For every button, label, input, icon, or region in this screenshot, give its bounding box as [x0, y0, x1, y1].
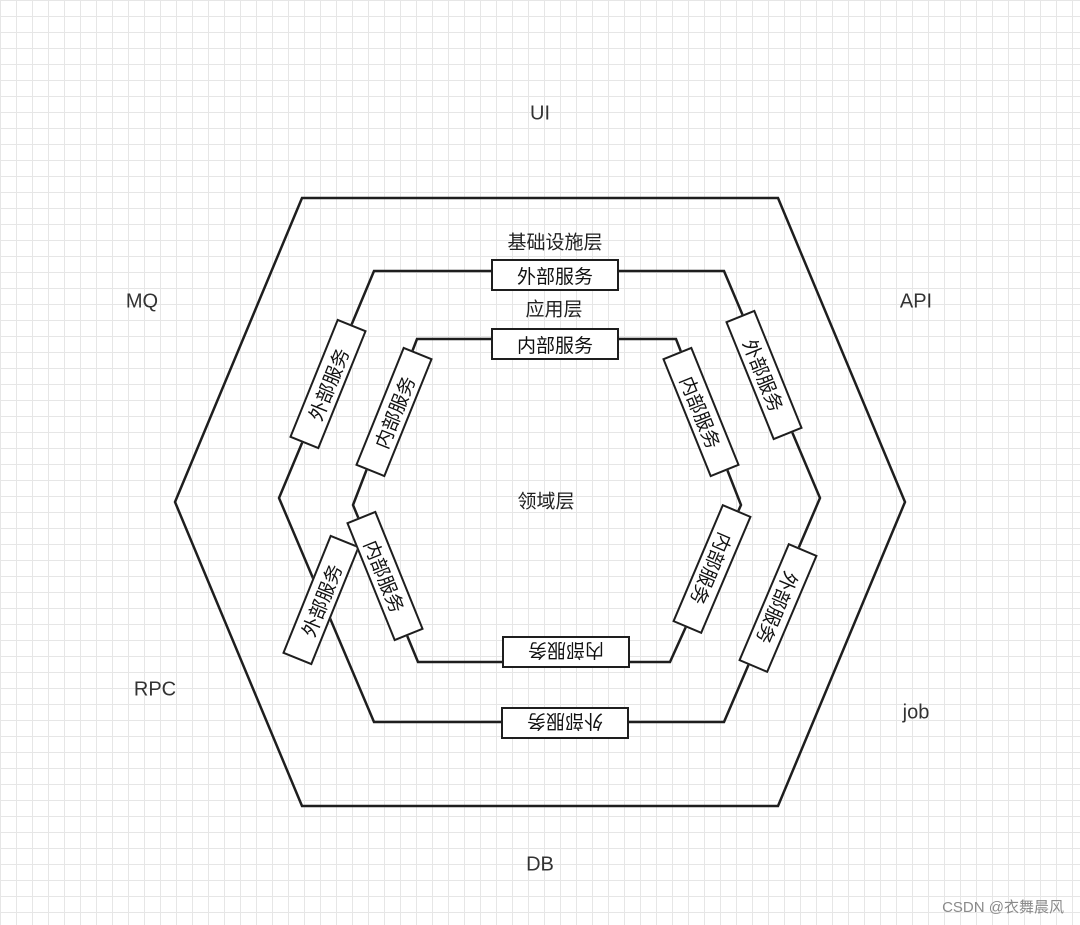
application-hexagon — [277, 269, 822, 724]
label-api: API — [899, 290, 933, 313]
watermark: CSDN @衣舞晨风 — [942, 899, 1064, 916]
label-db: DB — [526, 853, 554, 876]
domain-hexagon — [351, 337, 743, 664]
label-rpc: RPC — [133, 678, 177, 701]
internal-service-bottom: 内部服务 — [502, 636, 630, 668]
label-job: job — [902, 701, 930, 724]
internal-service-top: 内部服务 — [491, 328, 619, 360]
domain-layer-label: 领域层 — [517, 490, 575, 513]
external-service-top: 外部服务 — [491, 259, 619, 291]
label-mq: MQ — [125, 290, 159, 313]
label-ui: UI — [530, 102, 550, 125]
infrastructure-layer-label: 基础设施层 — [507, 231, 603, 254]
application-layer-label: 应用层 — [525, 298, 583, 321]
external-service-bottom: 外部服务 — [501, 707, 629, 739]
infrastructure-hexagon — [173, 196, 907, 808]
